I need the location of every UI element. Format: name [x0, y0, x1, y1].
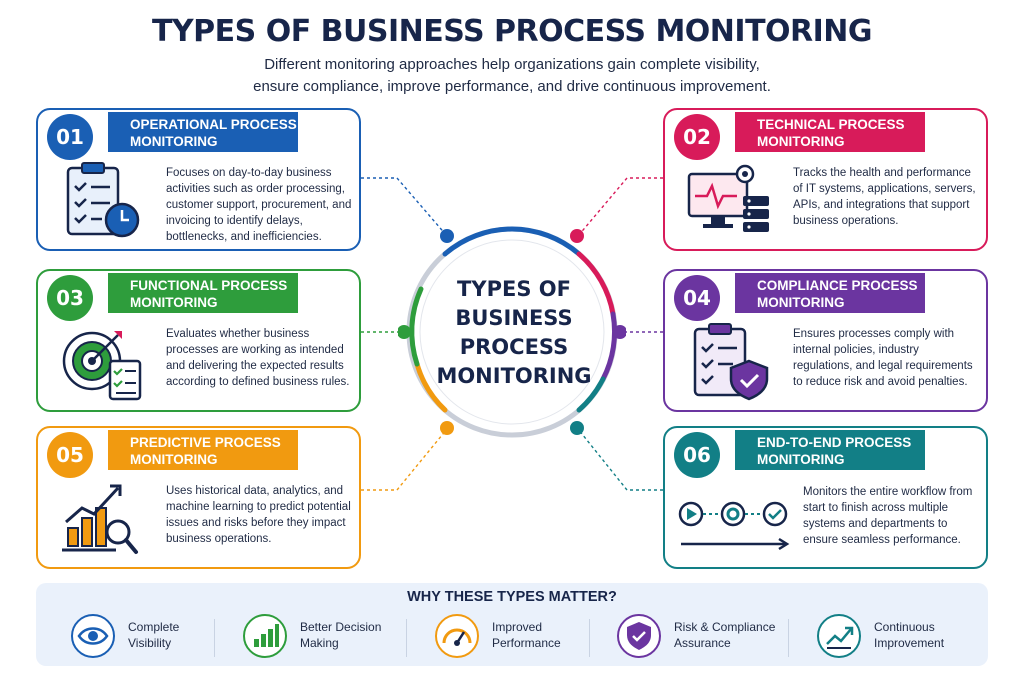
card-description: Uses historical data, analytics, and mac…: [166, 485, 351, 545]
card-number: 03: [47, 275, 93, 321]
target-checklist-icon: [62, 331, 142, 401]
bar-chart-icon: [243, 614, 287, 658]
card-number: 04: [674, 275, 720, 321]
shield-check-icon: [617, 614, 661, 658]
speedometer-icon: [435, 614, 479, 658]
clipboard-shield-icon: [693, 323, 769, 401]
monitor-server-icon: [687, 164, 769, 232]
why-title: WHY THESE TYPES MATTER?: [407, 589, 617, 605]
center-ring: [398, 226, 626, 438]
card-description: Monitors the entire workflow from start …: [803, 486, 973, 546]
card-number: 05: [47, 432, 93, 478]
card-description: Tracks the health and performance of IT …: [793, 167, 976, 227]
card-description: Focuses on day-to-day business activitie…: [166, 167, 352, 243]
card-description: Evaluates whether business processes are…: [166, 328, 350, 388]
chart-magnifier-icon: [62, 484, 138, 554]
workflow-icon: [678, 501, 790, 551]
center-title: TYPES OF BUSINESS PROCESS MONITORING: [436, 277, 592, 388]
subtitle-line-1: Different monitoring approaches help org…: [264, 56, 760, 73]
clipboard-clock-icon: [66, 162, 140, 238]
card-number: 01: [47, 114, 93, 160]
card-number: 02: [674, 114, 720, 160]
card-number: 06: [674, 432, 720, 478]
subtitle-line-2: ensure compliance, improve performance, …: [253, 78, 771, 95]
eye-icon: [71, 614, 115, 658]
page-title: TYPES OF BUSINESS PROCESS MONITORING: [151, 14, 873, 49]
card-description: Ensures processes comply with internal p…: [793, 328, 973, 388]
trend-up-icon: [817, 614, 861, 658]
